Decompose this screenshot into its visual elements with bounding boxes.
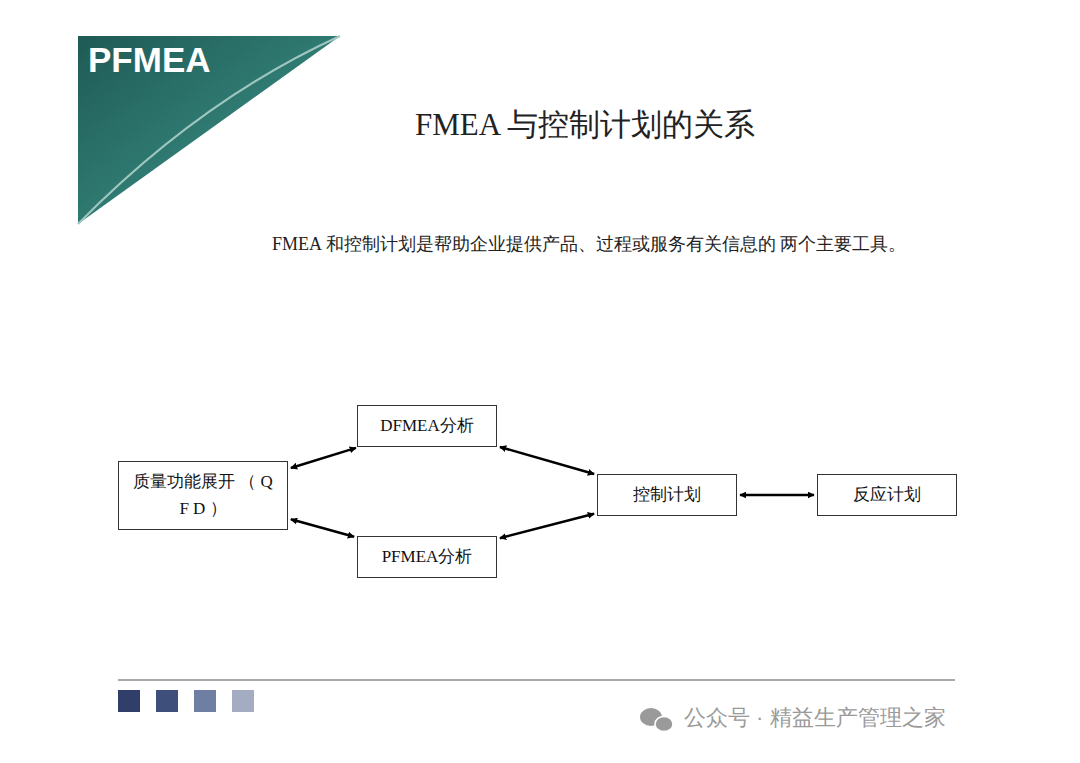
footer-square xyxy=(156,690,178,712)
banner-label: PFMEA xyxy=(88,40,348,80)
box-text: DFMEA分析 xyxy=(380,412,474,439)
watermark: 公众号 · 精益生产管理之家 xyxy=(684,703,1064,733)
process-box: 质量功能展开 （ Q F D ） xyxy=(118,461,288,530)
process-box: 反应计划 xyxy=(817,474,957,516)
connector-arrow xyxy=(500,447,594,474)
process-box: DFMEA分析 xyxy=(357,405,497,447)
slide-title: FMEA 与控制计划的关系 xyxy=(0,104,1080,146)
box-text: PFMEA分析 xyxy=(382,543,473,570)
connector-arrow xyxy=(291,448,356,468)
box-text: 反应计划 xyxy=(853,481,921,508)
connector-arrow xyxy=(740,494,814,497)
footer-square xyxy=(232,690,254,712)
body-text: FMEA 和控制计划是帮助企业提供产品、过程或服务有关信息的 两个主要工具。 xyxy=(272,220,952,269)
box-text: 质量功能展开 （ Q F D ） xyxy=(127,468,279,522)
footer-square xyxy=(118,690,140,712)
process-box: 控制计划 xyxy=(597,474,737,516)
process-box: PFMEA分析 xyxy=(357,536,497,578)
footer-square xyxy=(194,690,216,712)
connector-arrow xyxy=(291,519,354,536)
wechat-icon xyxy=(640,708,673,732)
connector-arrow xyxy=(500,514,594,538)
footer-line xyxy=(118,679,955,680)
box-text: 控制计划 xyxy=(633,481,701,508)
